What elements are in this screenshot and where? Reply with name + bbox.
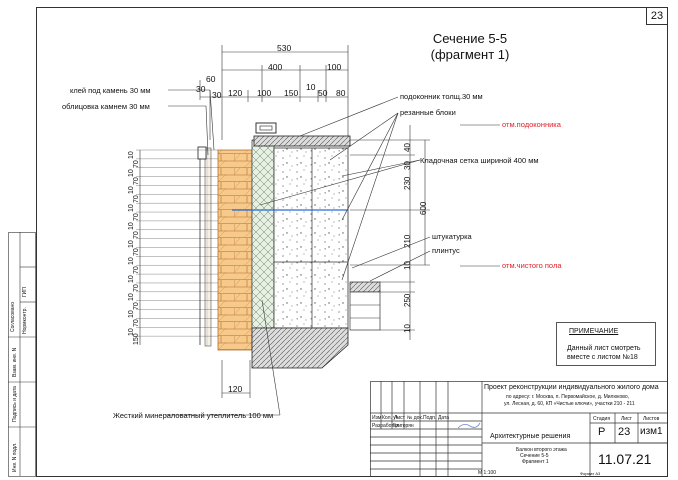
- left-dim-label: 70: [133, 284, 140, 292]
- stamp-h-date: Дата: [438, 415, 450, 421]
- left-dim-label: 70: [133, 213, 140, 221]
- dim-30b: 30: [212, 90, 222, 100]
- left-strip-grid: [8, 232, 36, 477]
- stamp-sheet: 23: [618, 426, 631, 438]
- label-masonry-mesh: Кладочная сетка шириной 400 мм: [420, 156, 539, 165]
- left-dim-label: 10: [128, 239, 135, 248]
- dim-right-600: 600: [419, 201, 428, 215]
- stamp-addr-1: по адресу: г. Москва, п. Первомайское, д…: [506, 394, 629, 400]
- stamp-stage: Р: [598, 426, 606, 438]
- stamp-h-izm: Изм: [372, 415, 382, 421]
- stamp-h-list: Лист: [394, 415, 405, 421]
- strip-inv-orig: Инв. N подл.: [12, 442, 18, 472]
- strip-normcontrol: Нормконтр.: [22, 307, 28, 334]
- left-dim-label: 10: [128, 221, 135, 230]
- stamp-addr-2: ул. Лесная, д. 60, КП «Чистые ключи», уч…: [504, 401, 635, 407]
- label-cut-blocks: резанные блоки: [400, 108, 456, 117]
- dim-right-210: 210: [403, 234, 412, 248]
- stamp-drawing-2: Сечение 5-5: [520, 453, 549, 459]
- left-dim-label: 70: [133, 301, 140, 310]
- dim-10: 10: [306, 82, 316, 92]
- note-text-1: Данный лист смотреть: [567, 345, 641, 352]
- left-dim-label: 10: [128, 204, 135, 213]
- stamp-drawing-3: Фрагмент 1: [522, 459, 549, 465]
- left-dim-label: 10: [128, 292, 135, 301]
- label-stone-facing: облицовка камнем 30 мм: [62, 102, 150, 111]
- left-dim-label: 10: [128, 310, 135, 319]
- stamp-dev-role: Разработал: [372, 423, 400, 429]
- dim-right-40: 40: [403, 143, 412, 152]
- dim-400: 400: [268, 62, 283, 72]
- stamp-dev-name: Григорян: [393, 423, 414, 429]
- stamp-code: 11.07.21: [598, 451, 652, 467]
- stamp-format: Формат А3: [580, 471, 601, 476]
- dim-120: 120: [228, 88, 243, 98]
- sheet-border: [36, 7, 668, 477]
- strip-sign-date: Подпись и дата: [12, 386, 18, 422]
- dim-bottom-120: 120: [228, 384, 243, 394]
- dim-530: 530: [277, 43, 292, 53]
- dim-50: 50: [318, 88, 328, 98]
- label-insulation: Жесткий минераловатный утеплитель 100 мм: [113, 411, 274, 420]
- stamp-h-kol: Кол. уч.: [382, 415, 400, 421]
- dim-80: 80: [336, 88, 346, 98]
- label-plaster: штукатурка: [432, 232, 472, 241]
- left-dim-label: 70: [133, 195, 140, 204]
- left-dim-label: 70: [133, 159, 140, 168]
- dim-right-10a: 10: [403, 261, 412, 270]
- section-title: Сечение 5-5 (фрагмент 1): [415, 31, 525, 63]
- title-block: Проект реконструкции индивидуального жил…: [370, 381, 668, 477]
- strip-inv-replace: Взам. инв. N: [12, 347, 18, 377]
- title-line-2: (фрагмент 1): [430, 47, 510, 62]
- dim-100: 100: [327, 62, 342, 72]
- stamp-stage-h: Стадия: [593, 416, 611, 422]
- strip-agreed: Согласовано: [10, 301, 16, 332]
- title-block-grid: [370, 381, 668, 477]
- note-box: ПРИМЕЧАНИЕ Данный лист смотреть вместе с…: [556, 322, 656, 366]
- left-dim-label: 70: [133, 230, 140, 239]
- stamp-sheets-h: Листов: [643, 416, 660, 422]
- label-glue: клей под камень 30 мм: [70, 86, 151, 95]
- left-dim-label: 70: [133, 177, 140, 186]
- stamp-section-name: Архитектурные решения: [490, 433, 571, 440]
- note-heading: ПРИМЕЧАНИЕ: [569, 328, 619, 335]
- left-dim-label: 10: [128, 151, 135, 159]
- strip-gip: ГИП: [22, 287, 28, 297]
- left-dim-label: 10: [128, 275, 135, 283]
- stamp-sheet-h: Лист: [621, 416, 632, 422]
- left-dim-label: 70: [133, 266, 140, 275]
- left-dim-label: 70: [133, 319, 140, 328]
- stamp-h-doc: № док.: [407, 415, 424, 421]
- dim-right-10b: 10: [403, 324, 412, 333]
- page-number: 23: [646, 7, 668, 25]
- dim-100b: 100: [257, 88, 272, 98]
- left-strip: Согласовано ГИП Нормконтр. Взам. инв. N …: [8, 232, 36, 477]
- stamp-scale: М 1:100: [478, 470, 497, 476]
- label-plinth: плинтус: [432, 246, 460, 255]
- dim-60: 60: [206, 74, 216, 84]
- dim-150: 150: [284, 88, 299, 98]
- dim-30a: 30: [196, 84, 206, 94]
- stamp-drawing-1: Балкон второго этажа: [516, 447, 567, 453]
- stamp-sheets: изм1: [640, 426, 663, 437]
- label-floor-mark: отм.чистого пола: [502, 261, 562, 270]
- title-line-1: Сечение 5-5: [432, 31, 508, 46]
- label-sill: подоконник толщ.30 мм: [400, 92, 483, 101]
- dim-right-250: 250: [403, 293, 412, 307]
- left-dim-label: 10: [128, 186, 135, 195]
- stamp-h-sign: Подп.: [423, 415, 437, 421]
- left-dim-label: 70: [133, 248, 140, 257]
- left-dim-label: 10: [128, 168, 135, 177]
- left-dim-label: 10: [128, 257, 135, 266]
- label-sill-mark: отм.подоконника: [502, 120, 561, 129]
- dim-right-30: 30: [403, 161, 412, 170]
- left-dim-label: 150: [133, 333, 140, 345]
- stamp-project: Проект реконструкции индивидуального жил…: [484, 384, 659, 391]
- note-text-2: вместе с листом №18: [567, 354, 638, 361]
- dim-right-230: 230: [403, 176, 412, 190]
